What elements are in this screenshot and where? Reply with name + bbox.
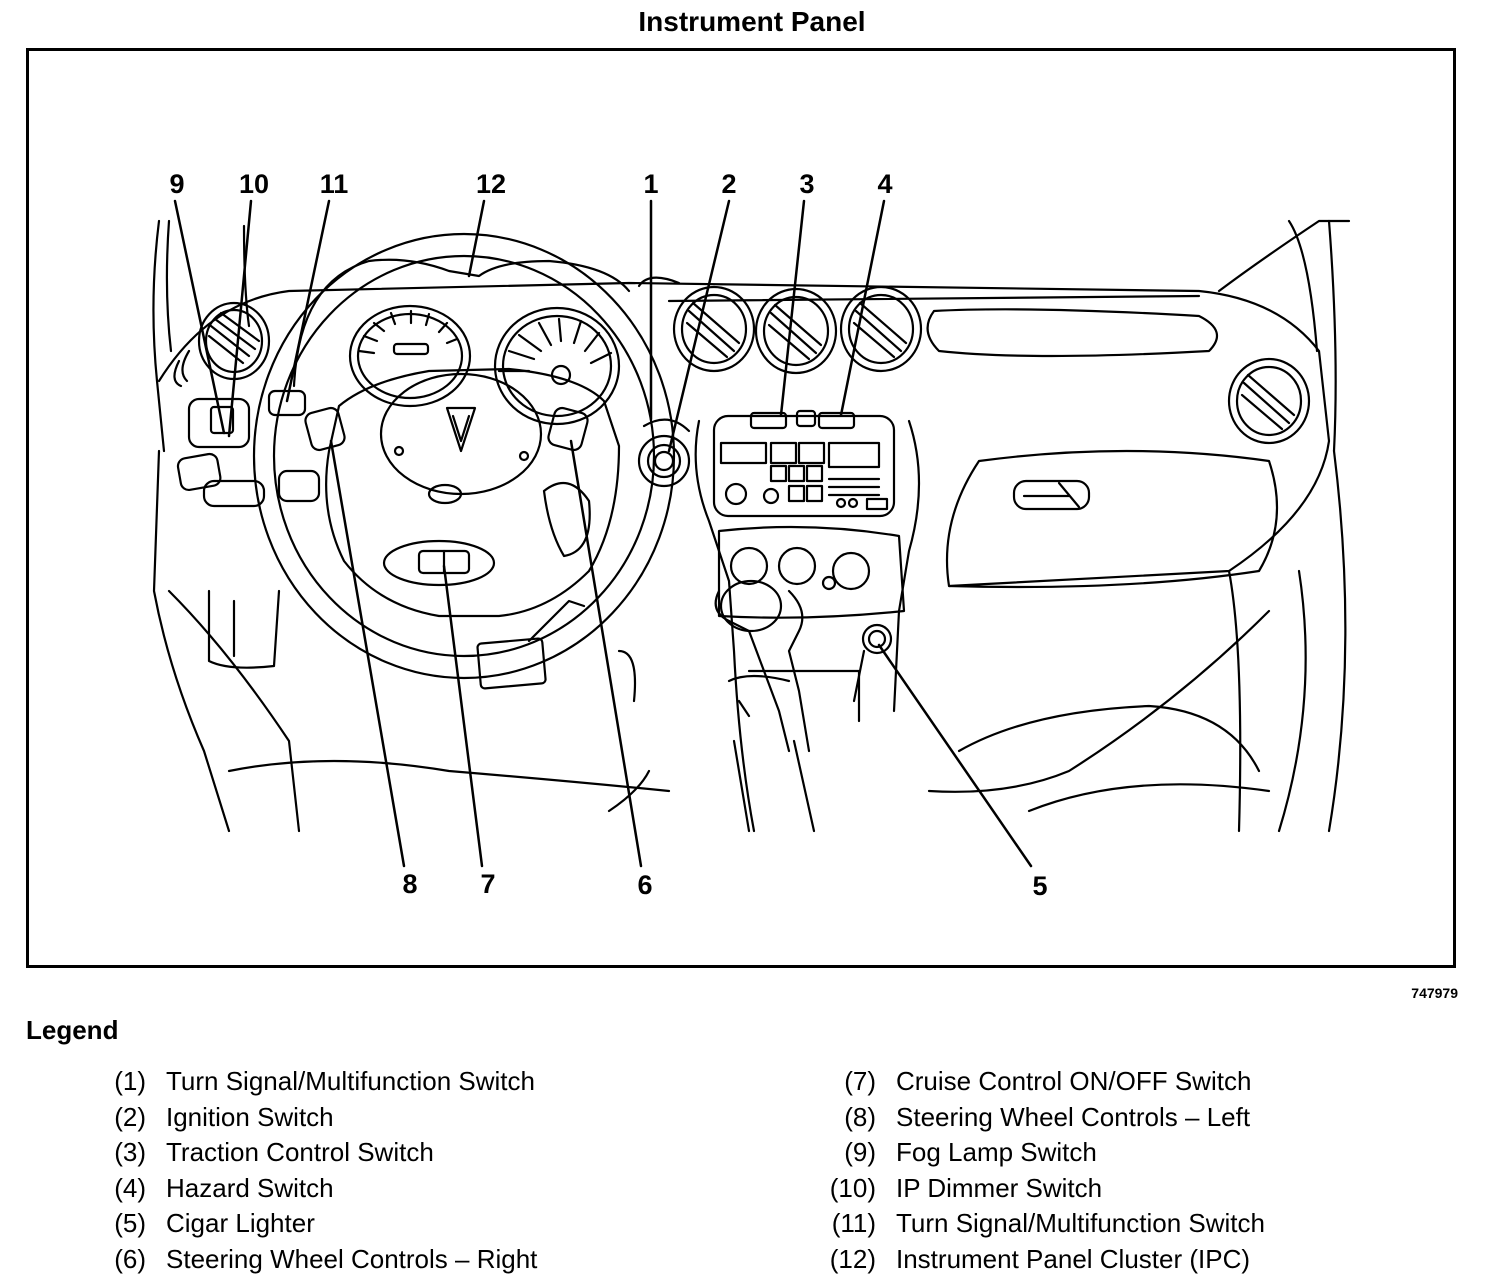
legend-item: (6) Steering Wheel Controls – Right bbox=[80, 1242, 537, 1278]
instrument-panel-illustration: 9 10 11 12 1 2 3 4 8 7 6 5 bbox=[152, 169, 1351, 901]
legend-label: Fog Lamp Switch bbox=[896, 1137, 1097, 1168]
center-air-vents bbox=[667, 285, 1201, 375]
legend-number: (2) bbox=[114, 1101, 146, 1132]
callout-2: 2 bbox=[721, 169, 736, 199]
callout-9: 9 bbox=[169, 169, 184, 199]
ignition-switch-drawing bbox=[637, 418, 691, 488]
legend-item: (11) Turn Signal/Multifunction Switch bbox=[810, 1206, 1265, 1242]
legend-label: Ignition Switch bbox=[166, 1101, 334, 1132]
figure-id: 747979 bbox=[1411, 985, 1458, 1001]
callout-3: 3 bbox=[799, 169, 814, 199]
legend-item: (5) Cigar Lighter bbox=[80, 1206, 537, 1242]
legend-title: Legend bbox=[26, 1015, 119, 1045]
legend-column-right: (7) Cruise Control ON/OFF Switch (8) Steer… bbox=[810, 1064, 1265, 1277]
diagram-title: Instrument Panel bbox=[638, 6, 866, 37]
legend-item: (9) Fog Lamp Switch bbox=[810, 1135, 1265, 1171]
legend-number: (9) bbox=[844, 1137, 876, 1168]
diagram-frame: 9 10 11 12 1 2 3 4 8 7 6 5 bbox=[26, 48, 1456, 968]
center-stack bbox=[694, 409, 921, 833]
gear-shifter bbox=[714, 579, 893, 833]
callout-7: 7 bbox=[480, 869, 495, 899]
callout-4: 4 bbox=[877, 169, 892, 199]
steering-wheel bbox=[252, 232, 676, 680]
legend-label: Traction Control Switch bbox=[166, 1137, 434, 1168]
legend-number: (4) bbox=[114, 1172, 146, 1203]
legend-item: (3) Traction Control Switch bbox=[80, 1135, 537, 1171]
legend-label: Cruise Control ON/OFF Switch bbox=[896, 1066, 1252, 1097]
legend-item: (7) Cruise Control ON/OFF Switch bbox=[810, 1064, 1265, 1100]
legend-number: (10) bbox=[829, 1172, 876, 1203]
passenger-side-panel bbox=[926, 308, 1311, 589]
legend-number: (7) bbox=[844, 1066, 876, 1097]
legend-number: (12) bbox=[829, 1243, 876, 1274]
legend-item: (8) Steering Wheel Controls – Left bbox=[810, 1100, 1265, 1136]
instrument-cluster bbox=[292, 258, 631, 426]
legend-number: (11) bbox=[831, 1208, 876, 1239]
leader-lines bbox=[173, 199, 1033, 868]
left-switch-block bbox=[176, 389, 321, 508]
legend-number: (8) bbox=[844, 1101, 876, 1132]
legend-item: (2) Ignition Switch bbox=[80, 1100, 537, 1136]
legend-label: Steering Wheel Controls – Right bbox=[166, 1243, 538, 1274]
legend-item: (1) Turn Signal/Multifunction Switch bbox=[80, 1064, 537, 1100]
legend-label: Cigar Lighter bbox=[166, 1208, 315, 1239]
callout-labels: 9 10 11 12 1 2 3 4 8 7 6 5 bbox=[169, 169, 1047, 901]
legend-column-left: (1) Turn Signal/Multifunction Switch (2) I… bbox=[80, 1064, 537, 1277]
legend-number: (1) bbox=[114, 1066, 146, 1097]
legend-label: Instrument Panel Cluster (IPC) bbox=[896, 1243, 1251, 1274]
legend-label: Hazard Switch bbox=[166, 1172, 334, 1203]
legend-number: (6) bbox=[114, 1243, 146, 1274]
callout-10: 10 bbox=[239, 169, 269, 199]
legend-item: (4) Hazard Switch bbox=[80, 1171, 537, 1207]
callout-12: 12 bbox=[476, 169, 506, 199]
callout-6: 6 bbox=[637, 870, 652, 900]
callout-5: 5 bbox=[1032, 871, 1047, 901]
legend-item: (12) Instrument Panel Cluster (IPC) bbox=[810, 1242, 1265, 1278]
legend-label: Turn Signal/Multifunction Switch bbox=[166, 1066, 535, 1097]
legend-label: Turn Signal/Multifunction Switch bbox=[896, 1208, 1265, 1239]
legend-item: (10) IP Dimmer Switch bbox=[810, 1171, 1265, 1207]
legend-number: (5) bbox=[114, 1208, 146, 1239]
callout-1: 1 bbox=[643, 169, 658, 199]
dashboard-outline bbox=[152, 219, 1351, 833]
legend-number: (3) bbox=[114, 1137, 146, 1168]
legend-label: Steering Wheel Controls – Left bbox=[896, 1101, 1251, 1132]
legend-label: IP Dimmer Switch bbox=[896, 1172, 1103, 1203]
callout-11: 11 bbox=[320, 169, 349, 199]
pedals bbox=[476, 599, 637, 703]
callout-8: 8 bbox=[402, 869, 417, 899]
